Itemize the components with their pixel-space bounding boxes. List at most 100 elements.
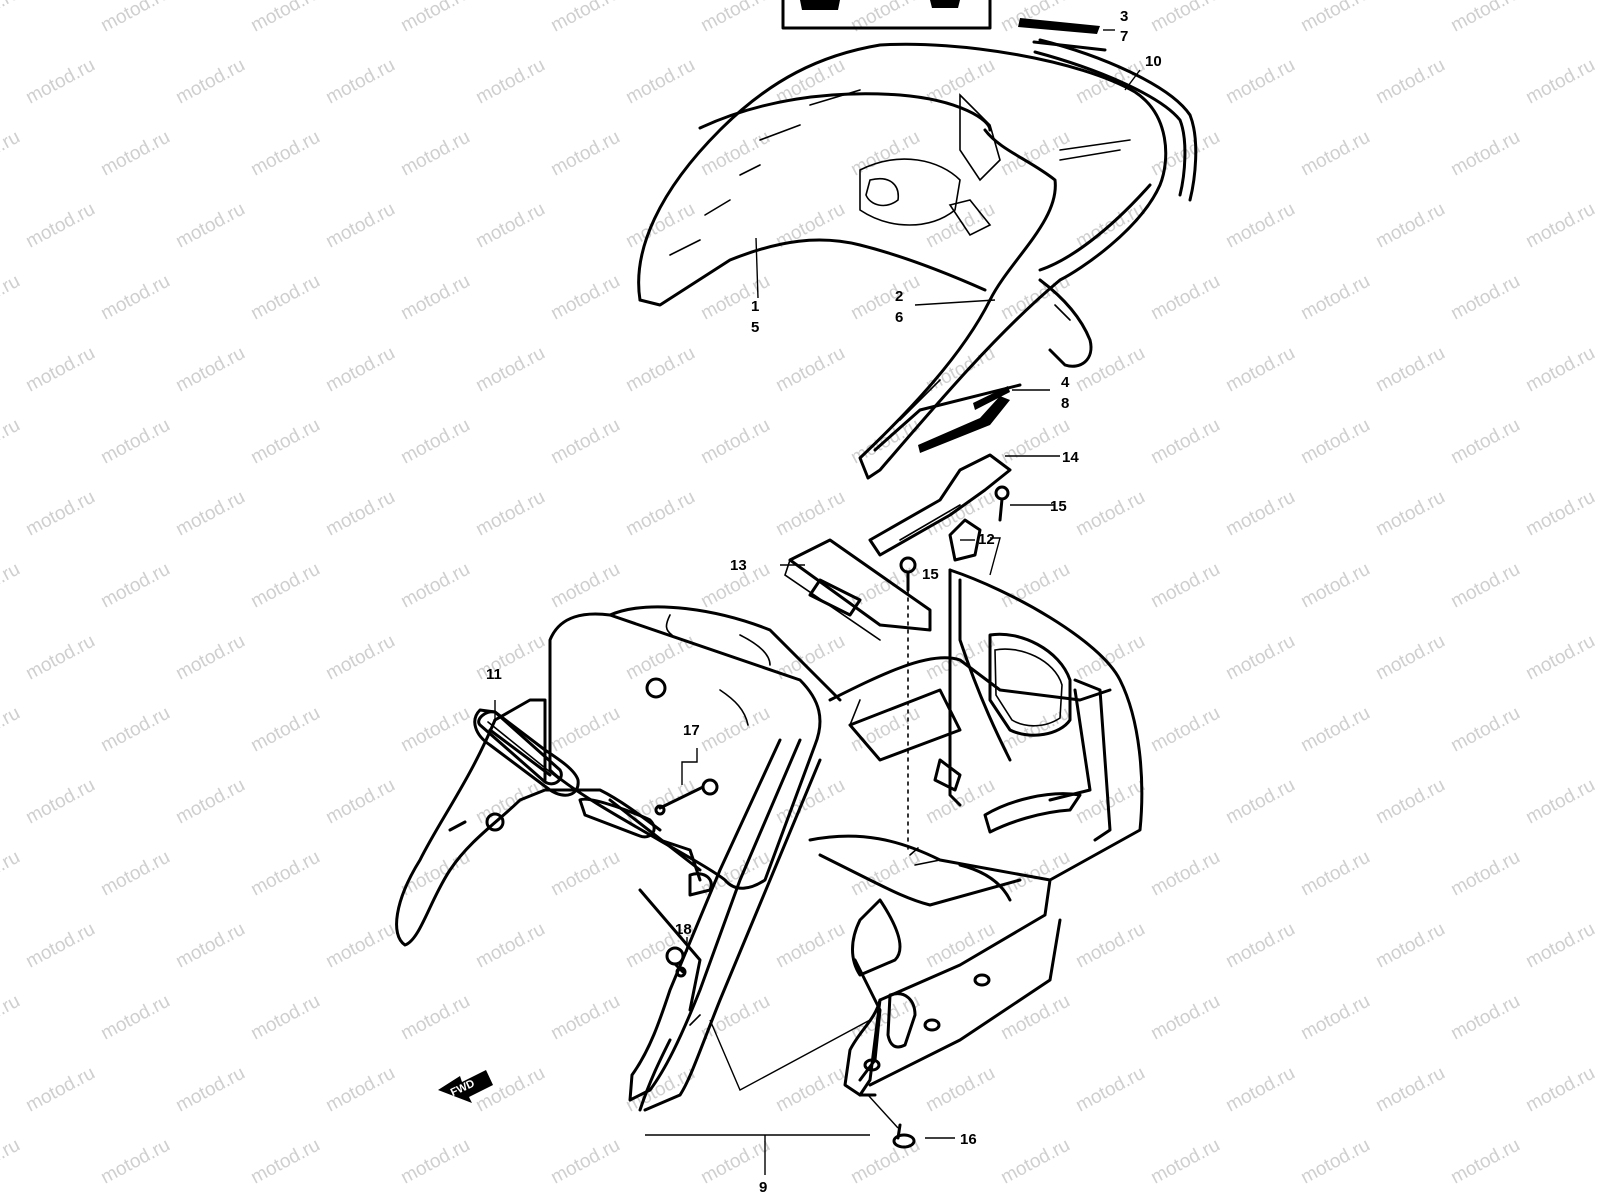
watermark-text: motod.ru — [22, 199, 98, 253]
watermark-text: motod.ru — [1297, 559, 1373, 613]
watermark-text: motod.ru — [0, 415, 24, 469]
callout-17: 17 — [683, 722, 700, 739]
cowl-side-trim — [1018, 18, 1198, 202]
watermark-text: motod.ru — [247, 0, 323, 36]
callout-11: 11 — [486, 666, 502, 683]
watermark-text: motod.ru — [772, 1063, 848, 1117]
watermark-text: motod.ru — [322, 775, 398, 829]
watermark-text: motod.ru — [1447, 271, 1523, 325]
watermark-text: motod.ru — [0, 847, 24, 901]
watermark-text: motod.ru — [247, 271, 323, 325]
watermark-text: motod.ru — [1372, 919, 1448, 973]
callout-8: 8 — [1061, 395, 1069, 412]
title-plate-fragment — [781, 0, 992, 30]
watermark-text: motod.ru — [22, 775, 98, 829]
seat-tail-cowl — [637, 42, 1168, 480]
watermark-text: motod.ru — [1222, 1063, 1298, 1117]
watermark-text: motod.ru — [172, 199, 248, 253]
watermark-text: motod.ru — [472, 343, 548, 397]
watermark-text: motod.ru — [1522, 343, 1598, 397]
watermark-text: motod.ru — [322, 199, 398, 253]
watermark-text: motod.ru — [247, 559, 323, 613]
watermark-text: motod.ru — [622, 343, 698, 397]
callout-15a: 15 — [1050, 498, 1067, 515]
watermark-text: motod.ru — [1147, 1135, 1223, 1189]
callout-15b: 15 — [922, 566, 939, 583]
callout-1: 1 — [751, 298, 759, 315]
callout-2: 2 — [895, 288, 903, 305]
watermark-text: motod.ru — [1372, 631, 1448, 685]
callout-5: 5 — [751, 319, 759, 336]
watermark-text: motod.ru — [922, 1063, 998, 1117]
watermark-text: motod.ru — [472, 919, 548, 973]
watermark-text: motod.ru — [1447, 991, 1523, 1045]
watermark-text: motod.ru — [1372, 343, 1448, 397]
watermark-text: motod.ru — [1522, 1063, 1598, 1117]
watermark-text: motod.ru — [1597, 0, 1600, 36]
watermark-text: motod.ru — [397, 415, 473, 469]
watermark-text: motod.ru — [1072, 1063, 1148, 1117]
watermark-text: motod.ru — [1147, 991, 1223, 1045]
watermark-text: motod.ru — [697, 415, 773, 469]
screw-17 — [654, 778, 719, 816]
watermark-text: motod.ru — [622, 55, 698, 109]
watermark-text: motod.ru — [0, 127, 24, 181]
watermark-text: motod.ru — [1222, 343, 1298, 397]
watermark-text: motod.ru — [472, 631, 548, 685]
watermark-text: motod.ru — [547, 703, 623, 757]
watermark-text: motod.ru — [322, 631, 398, 685]
watermark-text: motod.ru — [1372, 487, 1448, 541]
watermark-text: motod.ru — [1222, 55, 1298, 109]
watermark-text: motod.ru — [1297, 703, 1373, 757]
watermark-text: motod.ru — [397, 559, 473, 613]
watermark-text: motod.ru — [172, 343, 248, 397]
bracket-12 — [948, 518, 982, 562]
reflector-11 — [473, 708, 580, 797]
rear-fender-housing — [395, 568, 1144, 1112]
watermark-text: motod.ru — [622, 631, 698, 685]
watermark-text: motod.ru — [1147, 415, 1223, 469]
watermark-text: motod.ru — [1222, 199, 1298, 253]
watermark-text: motod.ru — [1147, 847, 1223, 901]
watermark-text: motod.ru — [172, 1063, 248, 1117]
forward-direction-arrow: FWD — [438, 1070, 493, 1103]
watermark-text: motod.ru — [97, 127, 173, 181]
watermark-text: motod.ru — [0, 703, 24, 757]
callout-9: 9 — [759, 1179, 767, 1196]
callout-10: 10 — [1145, 53, 1162, 70]
bolt-16 — [867, 1094, 916, 1149]
watermark-text: motod.ru — [1447, 847, 1523, 901]
watermark-text: motod.ru — [22, 631, 98, 685]
watermark-text: motod.ru — [1522, 631, 1598, 685]
watermark-text: motod.ru — [1297, 127, 1373, 181]
watermark-text: motod.ru — [1372, 775, 1448, 829]
watermark-text: motod.ru — [22, 487, 98, 541]
watermark-text: motod.ru — [1522, 487, 1598, 541]
watermark-text: motod.ru — [547, 271, 623, 325]
watermark-text: motod.ru — [397, 0, 473, 36]
callouts: 3 7 10 1 5 2 6 4 8 14 15 12 13 15 11 17 … — [486, 8, 1162, 1196]
watermark-text: motod.ru — [1222, 487, 1298, 541]
callout-16: 16 — [960, 1131, 977, 1148]
watermark-text: motod.ru — [547, 847, 623, 901]
watermark-text: motod.ru — [1522, 55, 1598, 109]
watermark-text: motod.ru — [1372, 1063, 1448, 1117]
watermark-text: motod.ru — [172, 631, 248, 685]
watermark-text: motod.ru — [397, 991, 473, 1045]
watermark-text: motod.ru — [322, 919, 398, 973]
watermark-text: motod.ru — [472, 55, 548, 109]
watermark-text: motod.ru — [97, 271, 173, 325]
watermark-text: motod.ru — [1447, 415, 1523, 469]
watermark-text: motod.ru — [1447, 0, 1523, 36]
watermark-text: motod.ru — [1372, 199, 1448, 253]
watermark-text: motod.ru — [97, 415, 173, 469]
watermark-text: motod.ru — [1297, 271, 1373, 325]
watermark-text: motod.ru — [1522, 775, 1598, 829]
watermark-text: motod.ru — [1222, 631, 1298, 685]
watermark-text: motod.ru — [472, 487, 548, 541]
watermark-text: motod.ru — [22, 343, 98, 397]
watermark-text: motod.ru — [322, 487, 398, 541]
watermark-text: motod.ru — [97, 703, 173, 757]
watermark-text: motod.ru — [1297, 847, 1373, 901]
